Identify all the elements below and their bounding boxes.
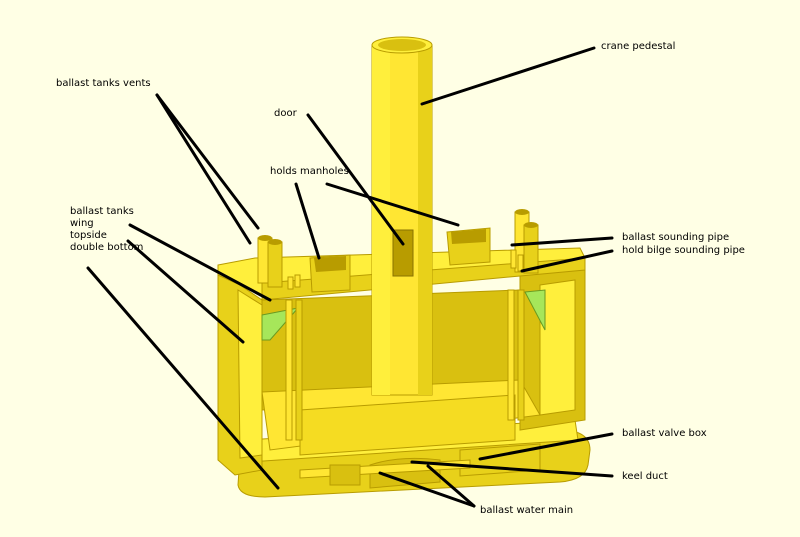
leader-ballast-sounding xyxy=(510,236,614,247)
hold-wall-left-inner xyxy=(237,289,263,459)
door-opening xyxy=(392,229,414,277)
leader-door xyxy=(306,113,405,246)
sounding-pipe-left-1 xyxy=(285,299,293,441)
label-door: door xyxy=(274,108,297,119)
sounding-pipe-left-2 xyxy=(295,299,303,441)
sounding-pipe-right-2 xyxy=(517,289,525,421)
label-hold-bilge-sounding-pipe: hold bilge sounding pipe xyxy=(622,245,745,256)
leader-water-main-2 xyxy=(426,464,476,508)
vent-pipe-2 xyxy=(267,241,283,288)
leader-lines xyxy=(86,46,614,508)
leader-vents-1 xyxy=(155,93,260,230)
sounding-pipe-right-1 xyxy=(507,289,515,421)
label-topside: topside xyxy=(70,230,107,241)
vent-pipe-right-2 xyxy=(523,224,539,274)
leader-ballast-double-bottom xyxy=(86,266,280,490)
leader-crane-pedestal xyxy=(420,46,596,106)
leader-ballast-wing xyxy=(128,223,272,302)
leader-ballast-topside xyxy=(126,239,245,344)
leader-manhole-right xyxy=(325,182,460,227)
label-ballast-tanks: ballast tanks xyxy=(70,206,134,217)
label-crane-pedestal: crane pedestal xyxy=(601,41,676,52)
label-double-bottom: double bottom xyxy=(70,242,144,253)
label-ballast-water-main: ballast water main xyxy=(480,505,574,516)
label-keel-duct: keel duct xyxy=(622,471,668,482)
leader-valve-box xyxy=(478,432,614,461)
hold-side-right-inner xyxy=(539,279,576,416)
leader-water-main-1 xyxy=(378,471,476,508)
label-wing: wing xyxy=(70,218,94,229)
leader-vents-2 xyxy=(155,93,252,245)
label-ballast-tanks-vents: ballast tanks vents xyxy=(56,78,151,89)
leader-keel-duct xyxy=(410,460,614,478)
leader-hold-bilge-sounding xyxy=(520,249,614,273)
label-ballast-tanks-group: ballast tanks wing topside double bottom xyxy=(70,206,143,254)
label-ballast-valve-box: ballast valve box xyxy=(622,428,707,439)
label-ballast-sounding-pipe: ballast sounding pipe xyxy=(622,232,730,243)
label-holds-manholes: holds manholes xyxy=(270,166,349,177)
topside-tank-right xyxy=(524,289,546,331)
leader-manhole-left xyxy=(294,182,321,260)
